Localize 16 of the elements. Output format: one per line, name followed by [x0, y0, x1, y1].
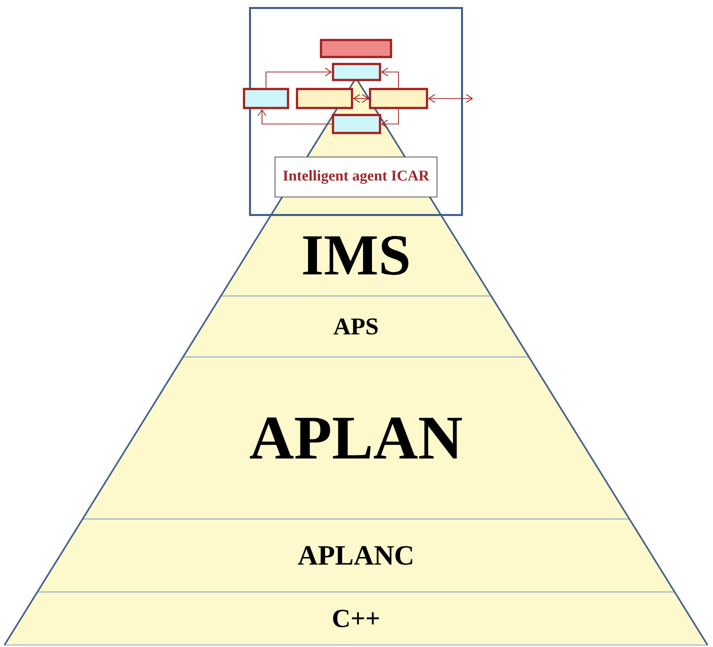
process-box [320, 38, 392, 58]
arrow [381, 108, 399, 128]
arrow [381, 68, 399, 88]
process-box [368, 88, 428, 110]
frame-box [249, 7, 463, 216]
arrow [428, 94, 474, 103]
arrow [258, 109, 332, 124]
arrow [353, 94, 369, 103]
pyramid-band: APLANC [36, 518, 676, 592]
process-box [296, 88, 354, 110]
process-box [332, 114, 382, 134]
process-box [242, 88, 290, 110]
label-box: Intelligent agent ICAR [274, 156, 438, 198]
arrow [266, 68, 332, 88]
process-box [332, 62, 382, 82]
pyramid-band: IMS [220, 214, 492, 296]
